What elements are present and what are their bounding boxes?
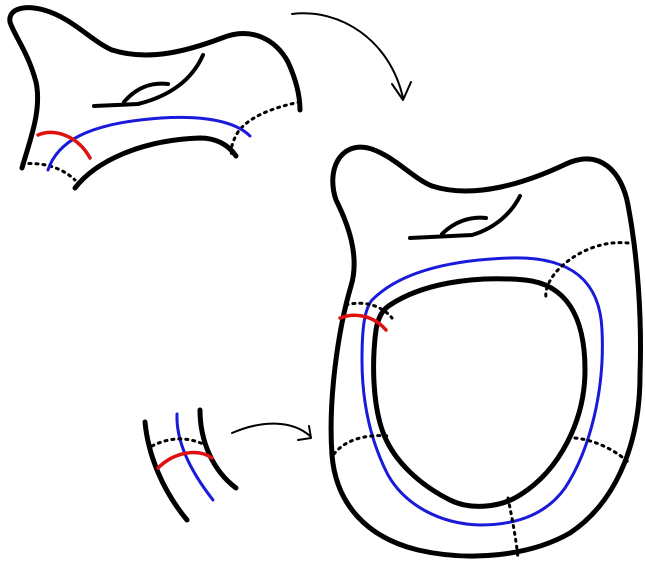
arrow-bottom [232, 424, 311, 440]
glued-surface-seam-left-bottom [334, 436, 388, 454]
annulus-strip-dotted-cut [152, 439, 203, 446]
glued-surface-outer-boundary [331, 147, 640, 556]
surface-piece-handle-bottom [124, 84, 168, 102]
surface-piece-handle-top [94, 55, 203, 106]
annulus-strip-right-boundary [200, 410, 236, 488]
annulus-strip-red-curve [158, 453, 212, 468]
glued-surface [331, 147, 640, 558]
annulus-strip [145, 410, 236, 520]
arrow-top [292, 13, 411, 100]
glued-surface-handle-top [410, 196, 520, 238]
glued-surface-seam-bottom [508, 498, 518, 558]
arrow-bottom-shaft [232, 424, 310, 436]
surface-piece-inner-boundary [75, 138, 236, 188]
surface-piece [10, 8, 300, 188]
glued-surface-inner-boundary [374, 279, 585, 507]
arrow-top-shaft [292, 13, 403, 98]
